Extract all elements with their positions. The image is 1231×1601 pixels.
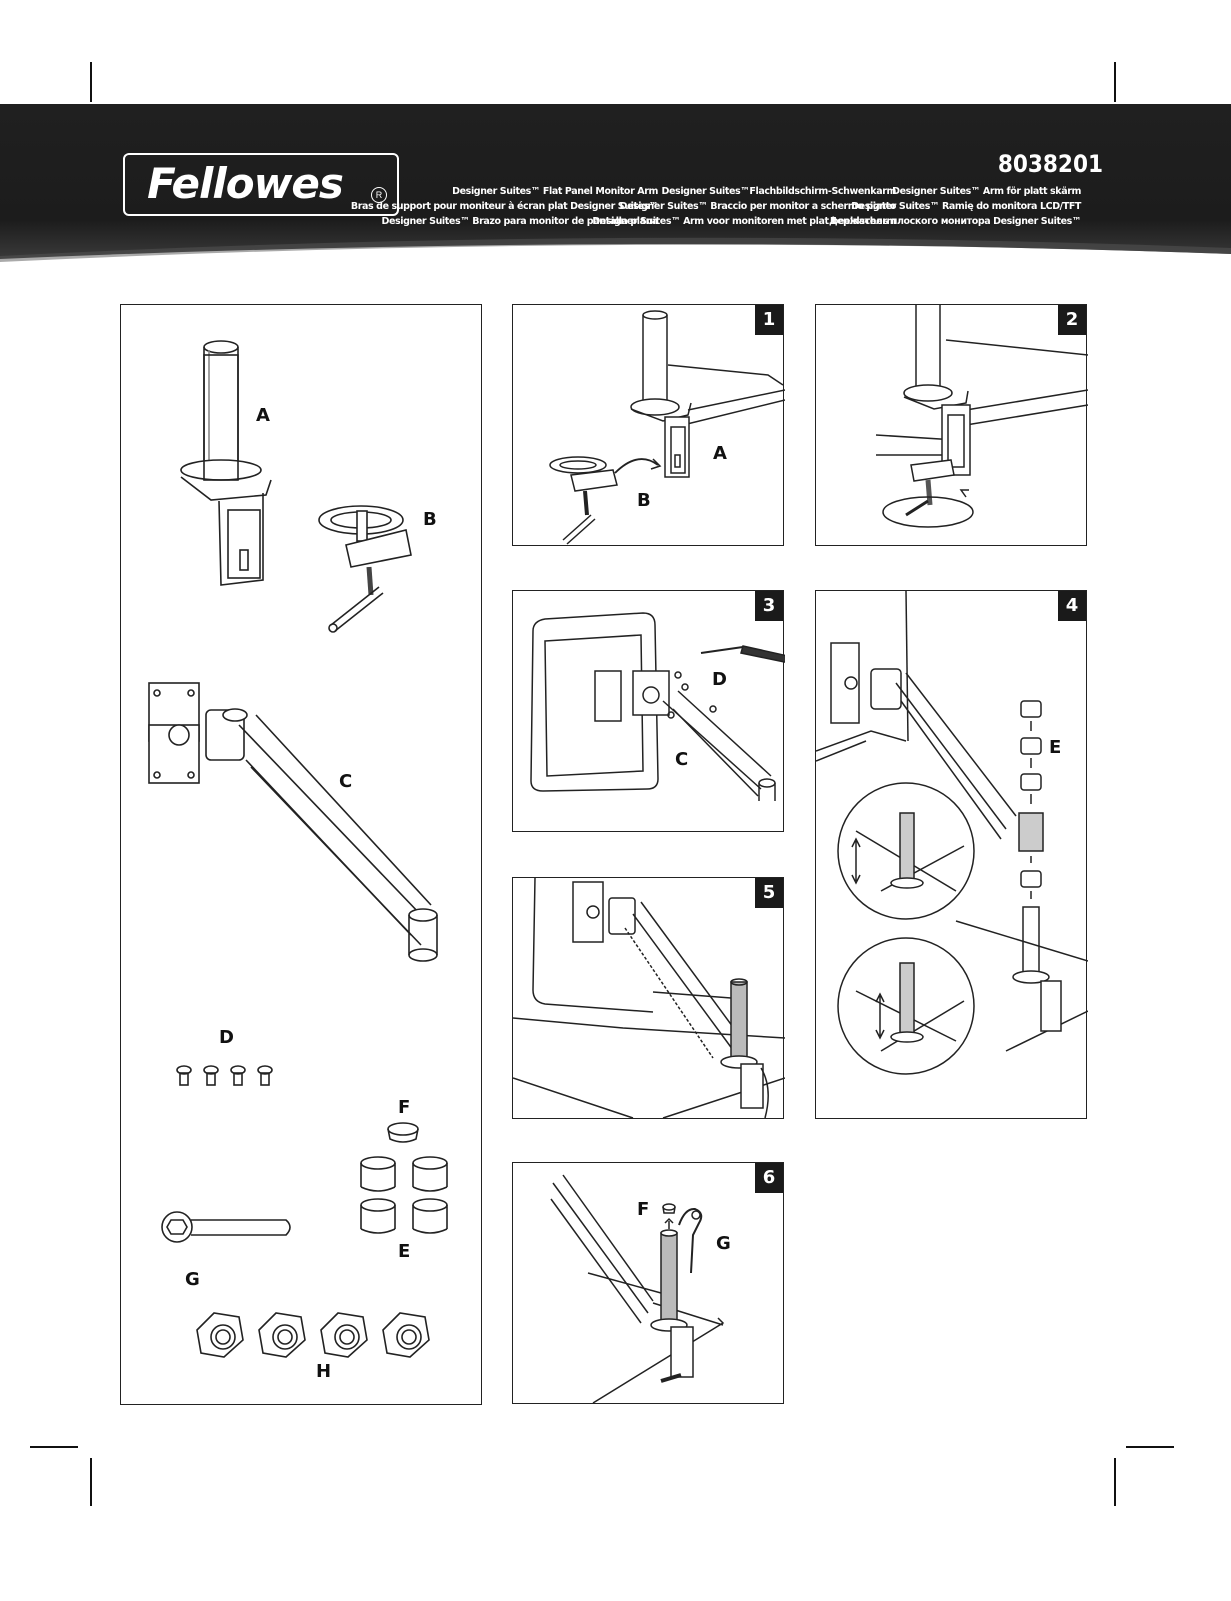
step-number-badge: 4: [1058, 591, 1086, 621]
step-6-label-f: F: [637, 1199, 650, 1220]
feet-drawing: [196, 1312, 430, 1358]
step-3-panel: 3 D C: [512, 590, 785, 832]
crop-mark: [1114, 62, 1116, 102]
title-line: Designer Suites™Flachbildschirm-Schwenka…: [661, 186, 897, 197]
step-3-label-d: D: [712, 669, 727, 690]
step-4-panel: 4 E: [815, 590, 1088, 1119]
title-line: Держатель плоского монитора Designer Sui…: [829, 216, 1081, 227]
step-number-badge: 6: [755, 1163, 783, 1193]
part-label-d: D: [219, 1027, 234, 1048]
crop-mark: [1126, 1446, 1174, 1448]
step-1-label-b: B: [637, 490, 651, 511]
step-1-panel: 1 A B: [512, 304, 785, 546]
pole-clamp-drawing: [180, 340, 272, 586]
title-column-3: Designer Suites™ Arm för platt skärm Des…: [829, 184, 1081, 229]
part-label-h: H: [316, 1361, 332, 1382]
crop-mark: [30, 1446, 78, 1448]
title-line: Designer Suites™ Arm för platt skärm: [892, 186, 1081, 197]
step-4-illustration: [816, 591, 1088, 1075]
cap-drawing: [387, 1122, 419, 1143]
title-column-2: Designer Suites™Flachbildschirm-Schwenka…: [592, 184, 896, 229]
clamp-screw-drawing: [318, 505, 412, 633]
crop-mark: [90, 62, 92, 102]
step-number-badge: 5: [755, 878, 783, 908]
step-5-panel: 5: [512, 877, 785, 1119]
step-6-label-g: G: [716, 1233, 731, 1254]
step-1-illustration: [549, 310, 785, 545]
title-line: Bras de support pour moniteur à écran pl…: [350, 201, 659, 212]
title-line: Designer Suites™ Brazo para monitor de p…: [381, 216, 658, 227]
step-number-badge: 3: [755, 591, 783, 621]
screws-drawing: [176, 1065, 273, 1086]
step-number-badge: 1: [755, 305, 783, 335]
step-2-panel: 2: [815, 304, 1088, 546]
spacer-stack: [1018, 700, 1044, 976]
parts-panel: A B C D F E G H: [120, 304, 482, 1405]
model-number: 8038201: [997, 150, 1103, 178]
spacers-drawing: [360, 1156, 448, 1234]
step-6-illustration: [550, 1174, 725, 1404]
part-label-g: G: [185, 1269, 200, 1290]
part-label-f: F: [398, 1097, 411, 1118]
step-1-label-a: A: [713, 443, 727, 464]
step-2-illustration: [875, 305, 1088, 528]
step-5-illustration: [513, 878, 785, 1119]
step-3-label-c: C: [675, 749, 689, 770]
step-4-label-e: E: [1049, 737, 1062, 758]
monitor-arm-drawing: [148, 682, 438, 962]
title-line: Designer Suites™ Flat Panel Monitor Arm: [452, 186, 658, 197]
part-label-e: E: [398, 1241, 411, 1262]
crop-mark: [1114, 1458, 1116, 1506]
brand-logo: Fellowes R: [123, 153, 399, 216]
step-6-panel: 6 F G: [512, 1162, 784, 1404]
title-line: Designer Suites™ Ramię do monitora LCD/T…: [851, 201, 1081, 212]
wrench-drawing: [161, 1211, 291, 1243]
step-number-badge: 2: [1058, 305, 1086, 335]
part-label-b: B: [423, 509, 437, 530]
title-line: Designer Suites™ Arm voor monitoren met …: [592, 216, 896, 227]
part-label-a: A: [256, 405, 270, 426]
title-column-1: Designer Suites™ Flat Panel Monitor Arm …: [350, 184, 659, 229]
registered-mark-icon: R: [371, 187, 387, 203]
title-line: Designer Suites™ Braccio per monitor a s…: [619, 201, 897, 212]
parts-illustration: [148, 340, 448, 1358]
part-label-c: C: [339, 771, 353, 792]
crop-mark: [90, 1458, 92, 1506]
header-banner: [0, 104, 1231, 262]
brand-name: Fellowes: [147, 159, 344, 208]
step-3-illustration: [530, 612, 785, 801]
